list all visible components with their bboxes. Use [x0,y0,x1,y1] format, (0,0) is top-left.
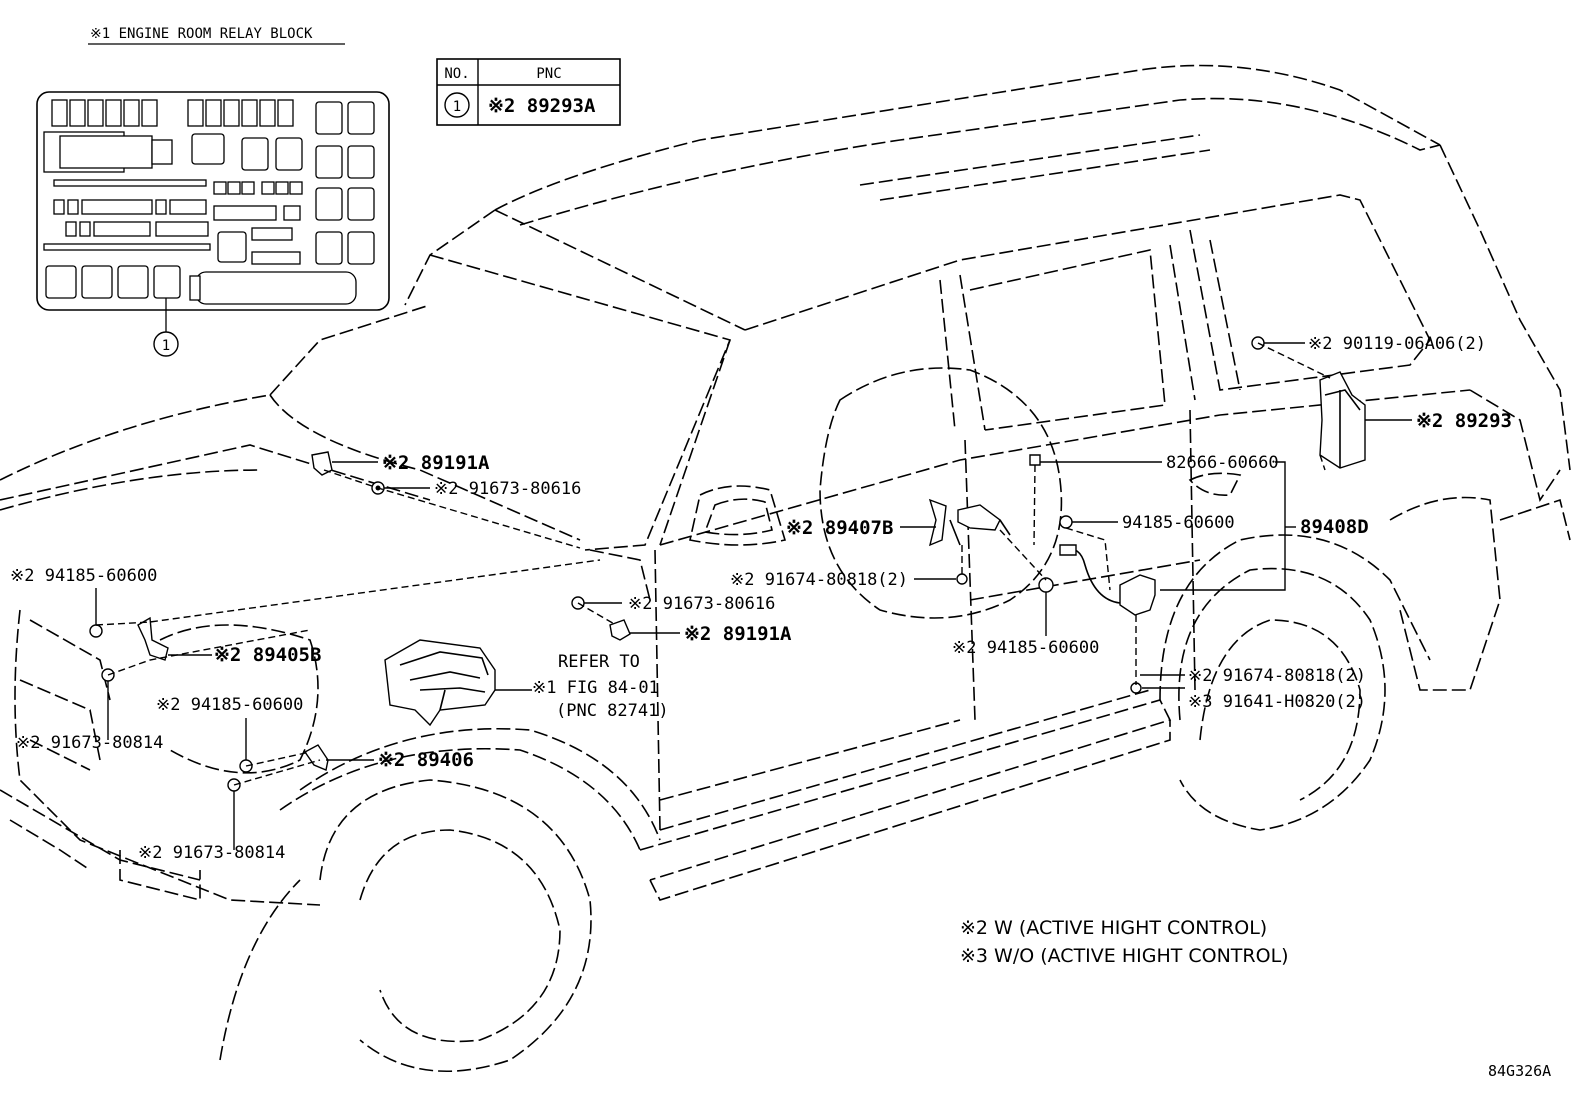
label-94185-60600-right: 94185-60600 [1122,513,1235,533]
vehicle-outline [0,64,1571,1073]
parts [89,336,1366,792]
label-91674-80818-right: ※2 91674-80818(2) [1188,666,1366,686]
table-cell-pnc: ※2 89293A [488,95,596,117]
label-94185-60600-left: ※2 94185-60600 [10,566,157,586]
note-without-active-height: ※3 W/O (ACTIVE HIGHT CONTROL) [960,945,1289,967]
label-89408d: 89408D [1300,516,1369,538]
bracket-89406-shape [303,744,329,771]
label-91673-80616-mid: ※2 91673-80616 [628,594,775,614]
label-94185-60600-center: ※2 94185-60600 [952,638,1099,658]
label-89405b: ※2 89405B [214,644,321,666]
label-refer-to: REFER TO [558,652,640,672]
label-89191a-top: ※2 89191A [382,452,490,474]
leader-lines [95,342,1412,850]
bracket-89407b-shape [928,498,947,547]
label-91674-80818-mid: ※2 91674-80818(2) [730,570,908,590]
label-91673-80616-top: ※2 91673-80616 [434,479,581,499]
callout-circle [153,331,179,357]
table-cell-no: 1 [453,99,461,115]
label-89293: ※2 89293 [1416,410,1512,432]
relay-block-fuses [43,99,375,305]
assembly-lines [95,342,1331,786]
label-91673-80814-bottom: ※2 91673-80814 [138,843,285,863]
label-94185-60600-lower: ※2 94185-60600 [156,695,303,715]
figure-id: 84G326A [1488,1062,1551,1080]
pnc-table: NO. PNC 1 ※2 89293A [436,58,621,126]
note-active-height: ※2 W (ACTIVE HIGHT CONTROL) [960,917,1267,939]
ecu-89293 [1319,371,1366,469]
relay-89293a [153,265,181,299]
relay-block-outline [36,91,390,311]
table-header-pnc: PNC [536,66,561,82]
relay-block-title: ※1 ENGINE ROOM RELAY BLOCK [90,26,313,42]
bracket-89405b-shape [137,616,169,661]
callout-number: 1 [162,338,170,354]
legend-notes: ※2 W (ACTIVE HIGHT CONTROL) ※3 W/O (ACTI… [960,917,1289,967]
label-82666-60660: 82666-60660 [1166,453,1279,473]
nut-94185-60600-left [89,624,103,638]
relay-block-inset: ※1 ENGINE ROOM RELAY BLOCK [36,26,390,357]
relay-block-box [384,639,496,727]
sensor-89191a-top-shape [311,451,333,476]
label-89407b: ※2 89407B [786,517,893,539]
label-refer-pnc: (PNC 82741) [556,701,669,721]
label-90119-06a06: ※2 90119-06A06(2) [1308,334,1486,354]
part-labels: ※2 89191A ※2 91673-80616 ※2 94185-60600 … [10,334,1512,863]
label-91641-h0820: ※3 91641-H0820(2) [1188,692,1366,712]
label-89406: ※2 89406 [378,749,474,771]
label-refer-fig: ※1 FIG 84-01 [532,678,659,698]
sensor-89408d-shape [1119,574,1156,616]
table-header-no: NO. [444,66,469,82]
label-91673-80814-left: ※2 91673-80814 [16,733,163,753]
label-89191a-mid: ※2 89191A [684,623,792,645]
